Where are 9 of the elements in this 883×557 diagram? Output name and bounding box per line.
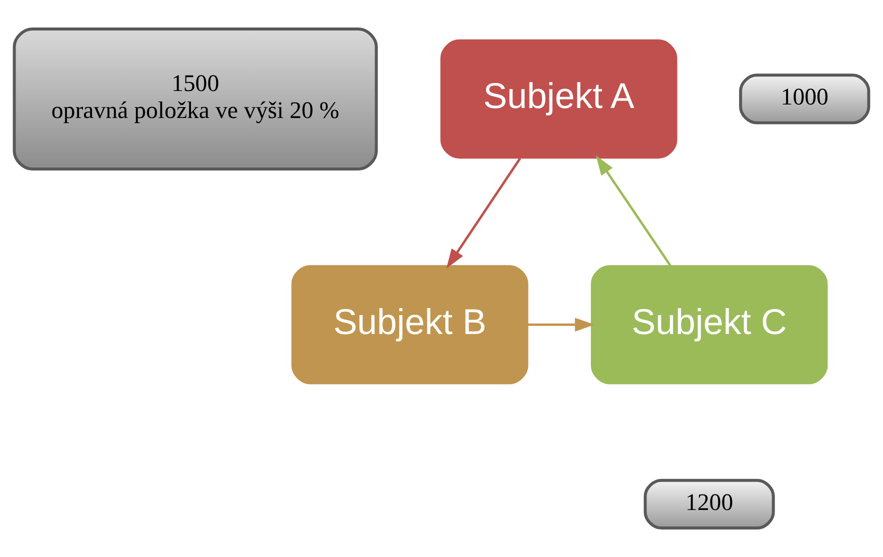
node-box: Subjekt A (440, 39, 678, 159)
arrow (596, 155, 672, 266)
arrow (446, 158, 522, 269)
arrow (528, 318, 595, 332)
node-box: Subjekt C (590, 265, 828, 384)
node-box: 1500 opravná položka ve výši 20 % (12, 27, 378, 170)
node-box: 1200 (644, 478, 775, 530)
node-box: Subjekt B (291, 265, 528, 384)
node-box: 1000 (739, 74, 870, 124)
